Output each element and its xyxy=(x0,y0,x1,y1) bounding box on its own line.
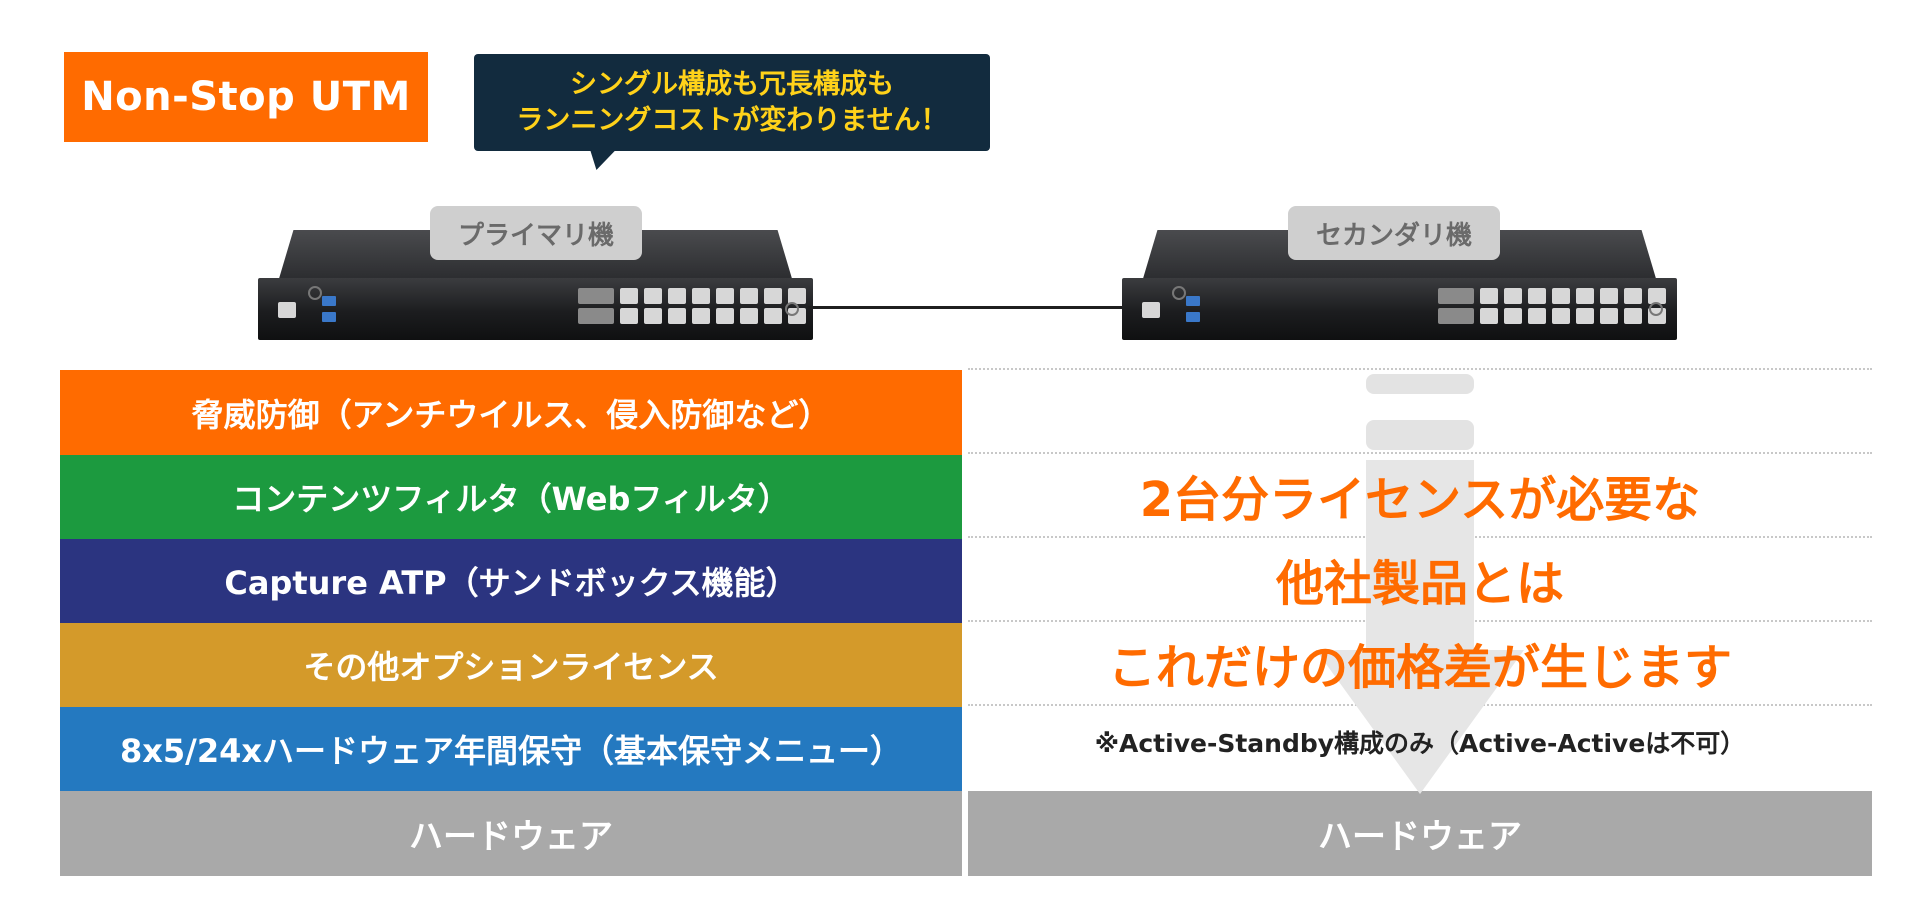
license-row-other-options: その他オプションライセンス xyxy=(60,623,962,707)
mgmt-port xyxy=(1142,302,1160,318)
down-arrow-icon xyxy=(1316,460,1524,794)
message-line-3: これだけの価格差が生じます xyxy=(1107,640,1732,696)
secondary-device: セカンダリ機 xyxy=(1122,206,1677,340)
usb-port xyxy=(322,296,336,306)
ethernet-ports xyxy=(1480,288,1666,326)
secondary-device-label: セカンダリ機 xyxy=(1288,206,1500,260)
usb-port xyxy=(1186,312,1200,322)
sfp-ports xyxy=(578,288,614,326)
callout-line-1: シングル構成も冗長構成も xyxy=(570,68,894,100)
ethernet-ports xyxy=(620,288,806,326)
callout-bubble: シングル構成も冗長構成も ランニングコストが変わりません！ xyxy=(474,54,990,151)
message-line-2: 他社製品とは xyxy=(1275,556,1564,612)
callout-line-2: ランニングコストが変わりません！ xyxy=(516,104,948,136)
primary-device: プライマリ機 xyxy=(258,206,813,340)
power-icon xyxy=(785,302,799,316)
status-led xyxy=(308,286,322,300)
footnote: ※Active-Standby構成のみ（Active-Activeは不可） xyxy=(1094,729,1746,758)
arrow-segment xyxy=(1366,420,1474,450)
callout-tail xyxy=(582,148,618,170)
mgmt-port xyxy=(278,302,296,318)
license-row-capture-atp: Capture ATP（サンドボックス機能） xyxy=(60,539,962,623)
usb-port xyxy=(1186,296,1200,306)
separator xyxy=(968,452,1872,454)
power-icon xyxy=(1649,302,1663,316)
status-led xyxy=(1172,286,1186,300)
arrow-segment xyxy=(1366,374,1474,394)
hardware-right: ハードウェア xyxy=(968,791,1872,876)
price-message: 2台分ライセンスが必要な 他社製品とは これだけの価格差が生じます xyxy=(968,458,1872,710)
usb-port xyxy=(322,312,336,322)
license-row-threat-prevention: 脅威防御（アンチウイルス、侵入防御など） xyxy=(60,370,962,455)
title-badge: Non-Stop UTM xyxy=(64,52,428,142)
message-line-1: 2台分ライセンスが必要な xyxy=(1139,472,1701,528)
ha-link-line xyxy=(808,306,1122,309)
license-row-hardware-support: 8x5/24xハードウェア年間保守（基本保守メニュー） xyxy=(60,707,962,791)
separator xyxy=(968,368,1872,370)
primary-device-label: プライマリ機 xyxy=(430,206,642,260)
hardware-left: ハードウェア xyxy=(60,791,962,876)
sfp-ports xyxy=(1438,288,1474,326)
license-row-content-filter: コンテンツフィルタ（Webフィルタ） xyxy=(60,455,962,539)
